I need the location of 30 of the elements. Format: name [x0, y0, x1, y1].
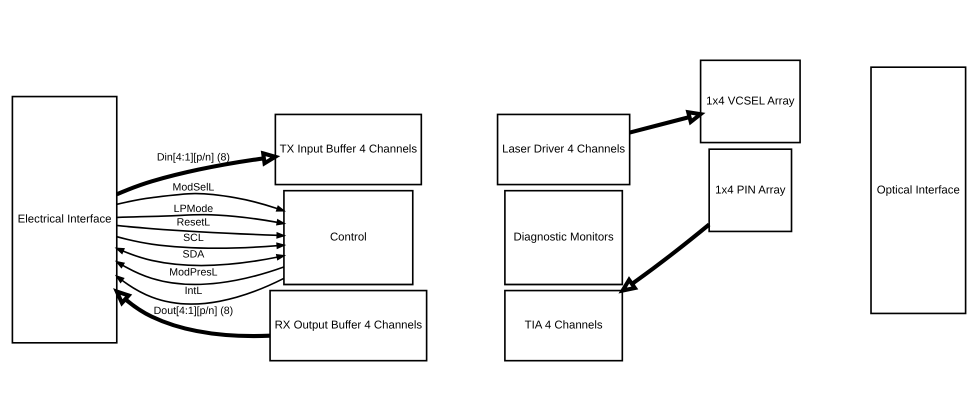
- arrow: [116, 213, 286, 226]
- node-box: Optical Interface: [870, 66, 966, 314]
- edge-label: ModPresL: [169, 266, 218, 278]
- node-box: Electrical Interface: [12, 95, 118, 344]
- arrow: [114, 260, 284, 285]
- arrow: [114, 246, 286, 266]
- node-box: Diagnostic Monitors: [504, 189, 624, 285]
- node-box: 1x4 PIN Array: [708, 148, 792, 232]
- arrow: [116, 224, 286, 238]
- arrow: [113, 288, 270, 338]
- edge-label: SDA: [182, 248, 204, 260]
- edge-label: IntL: [184, 284, 202, 297]
- edge-label: ResetL: [176, 216, 210, 228]
- node-box: TIA 4 Channels: [504, 289, 624, 362]
- edge-label: Dout[4:1][p/n] (8): [154, 304, 234, 316]
- arrow: [116, 192, 286, 212]
- node-box: RX Output Buffer 4 Channels: [269, 289, 428, 362]
- arrow: [114, 274, 284, 304]
- node-box: Laser Driver 4 Channels: [496, 113, 630, 185]
- node-box: TX Input Buffer 4 Channels: [274, 113, 422, 185]
- edge-label: LPMode: [174, 202, 214, 214]
- arrow: [116, 150, 280, 196]
- edge-label: Din[4:1][p/n] (8): [156, 150, 230, 163]
- arrow: [116, 235, 286, 249]
- arrow: [629, 109, 706, 134]
- arrow: [618, 222, 710, 293]
- node-box: Control: [283, 189, 414, 285]
- edge-label: ModSelL: [172, 181, 214, 194]
- node-box: 1x4 VCSEL Array: [700, 58, 801, 143]
- edge-label: SCL: [183, 232, 204, 244]
